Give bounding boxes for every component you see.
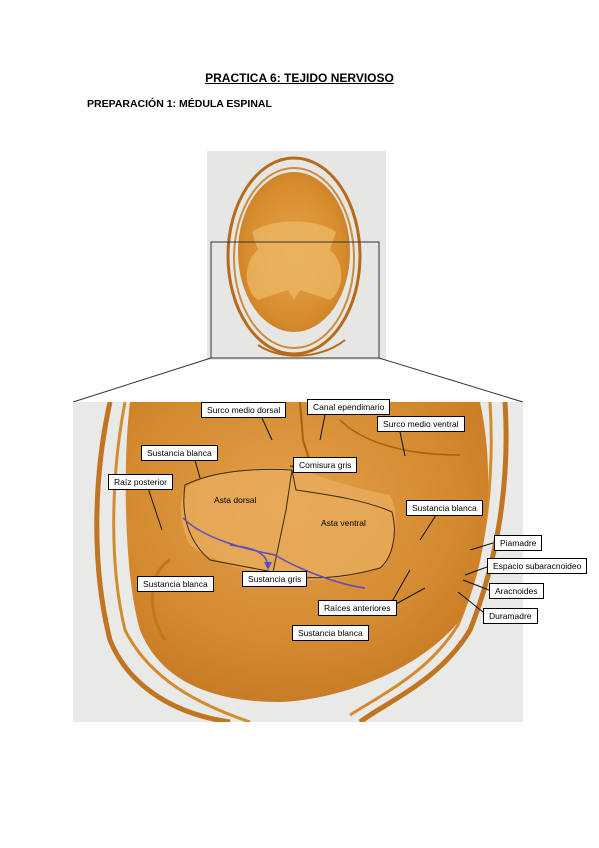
label-sustancia-blanca-4: Sustancia blanca: [292, 625, 369, 641]
page-title: PRACTICA 6: TEJIDO NERVIOSO: [205, 71, 394, 85]
pointer-arrows: [147, 414, 494, 613]
grey-matter-outline: [183, 468, 395, 579]
magnified-image: [73, 402, 523, 722]
label-comisura-gris: Comisura gris: [293, 457, 358, 473]
purple-annotation-line: [182, 517, 366, 589]
label-asta-ventral: Asta ventral: [321, 518, 366, 528]
label-surco-medio-ventral: Surco medio ventral: [377, 416, 465, 432]
label-espacio-subaracnoideo: Espacio subaracnoideo: [487, 558, 588, 574]
label-asta-dorsal: Asta dorsal: [214, 495, 257, 505]
label-aracnoides: Aracnoides: [489, 583, 544, 599]
label-raiz-posterior: Raíz posterior: [108, 474, 173, 490]
label-sustancia-blanca-3: Sustancia blanca: [137, 576, 214, 592]
label-sustancia-gris: Sustancia gris: [242, 571, 308, 587]
label-sustancia-blanca-2: Sustancia blanca: [406, 500, 483, 516]
label-canal-ependimario: Canal ependimario: [307, 399, 391, 415]
label-duramadre: Duramadre: [483, 608, 538, 624]
section-heading: PREPARACIÓN 1: MÉDULA ESPINAL: [87, 98, 272, 110]
label-raices-anteriores: Raíces anteriores: [318, 600, 397, 616]
label-surco-medio-dorsal: Surco medio dorsal: [201, 402, 287, 418]
label-sustancia-blanca-1: Sustancia blanca: [141, 445, 218, 461]
label-piamadre: Piamadre: [494, 535, 543, 551]
zoom-connector-lines: [72, 357, 524, 403]
overview-image: [207, 151, 386, 360]
